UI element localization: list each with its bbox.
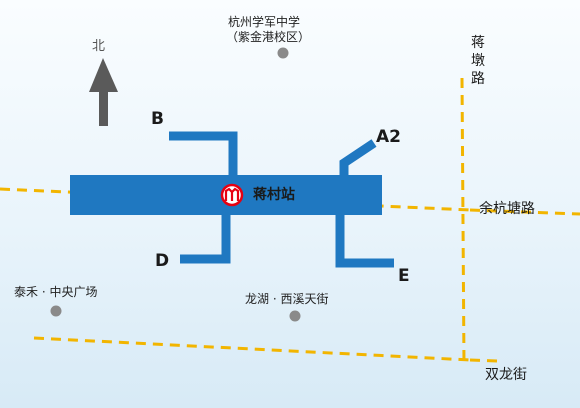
exit-b-label: B	[151, 109, 164, 129]
road-jiangdun-label: 蒋墩路	[471, 35, 485, 87]
exit-e-passage	[335, 215, 394, 268]
exit-b-passage	[169, 131, 238, 175]
exit-e-label: E	[398, 266, 410, 286]
exit-a2-passage	[339, 139, 377, 175]
road-jiangdun-line	[460, 77, 466, 366]
road-yuhangtang-label: 余杭塘路	[479, 201, 535, 217]
poi-longhu-name: 龙湖 · 西溪天街	[245, 292, 329, 306]
road-yuhangtang-line-east	[469, 208, 580, 216]
road-shuanglong-line-east	[469, 358, 499, 363]
poi-dot-school	[277, 47, 289, 59]
exit-d-passage	[180, 215, 231, 264]
hangzhou-metro-logo-icon	[220, 183, 244, 207]
road-yuhangtang-line	[0, 187, 471, 212]
poi-school-campus: （紫金港校区）	[226, 30, 311, 44]
north-label: 北	[92, 39, 106, 54]
poi-school-name: 杭州学军中学	[228, 15, 301, 29]
poi-taihe-name: 泰禾 · 中央广场	[14, 285, 98, 299]
exit-d-label: D	[155, 251, 170, 271]
poi-dot-longhu	[289, 310, 301, 322]
station-name: 蒋村站	[253, 187, 295, 203]
poi-dot-taihe	[50, 305, 62, 317]
north-arrow-icon	[89, 58, 118, 126]
road-shuanglong-line	[33, 336, 471, 362]
exit-a2-label: A2	[376, 127, 401, 147]
road-shuanglong-label: 双龙街	[485, 367, 527, 383]
